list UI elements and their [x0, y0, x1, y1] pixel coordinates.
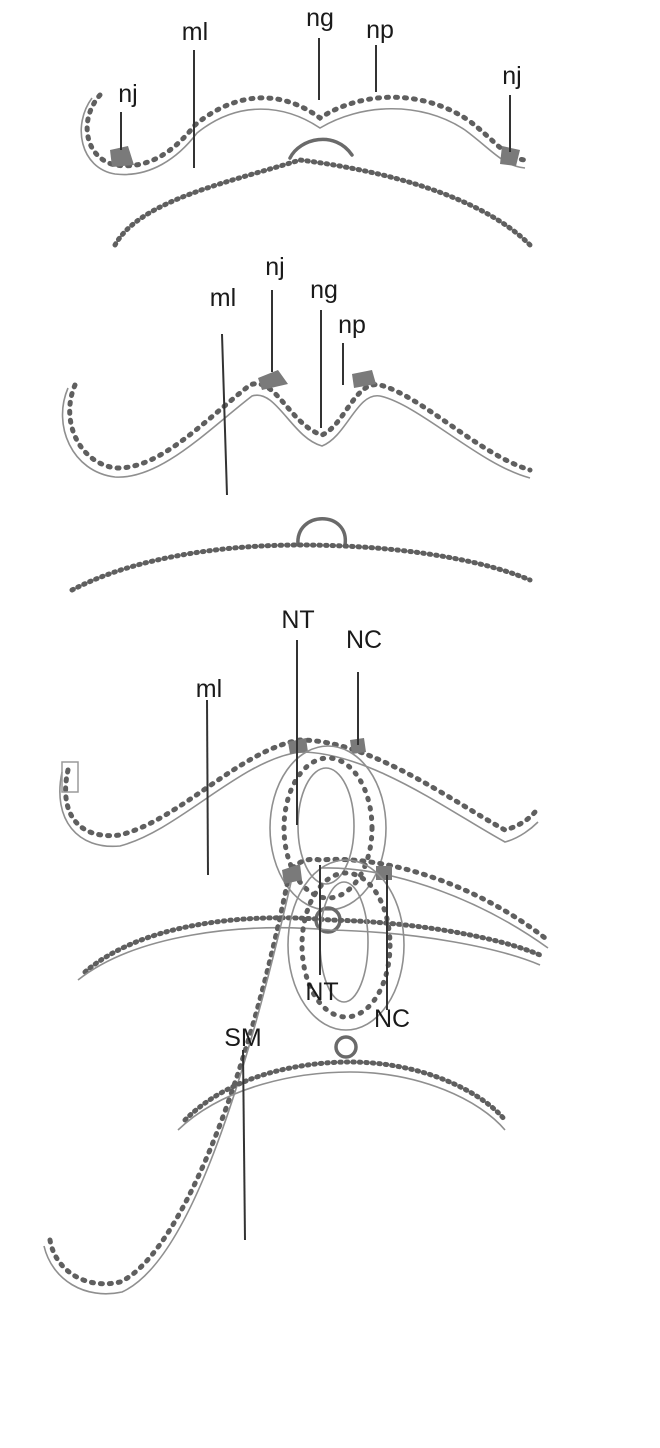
neural-tube-inner [298, 768, 354, 884]
ectoderm-layer [66, 740, 535, 836]
ectoderm-layer-smooth [44, 868, 548, 1294]
neural-crest-right [376, 866, 392, 880]
label-ml: ml [210, 284, 236, 312]
ectoderm-layer [70, 384, 530, 470]
label-NC: NC [374, 1005, 410, 1033]
endoderm-layer [72, 545, 530, 590]
label-NC: NC [346, 626, 382, 654]
leader-ml [222, 334, 227, 495]
panel-4-closed-neural-tube: NT NC SM [44, 859, 548, 1293]
leader-SM [243, 1050, 245, 1240]
neural-fold-left [258, 370, 288, 390]
label-NT: NT [281, 606, 314, 634]
label-nj-right: nj [502, 62, 521, 90]
panel-1-neural-plate: nj ml ng np nj [81, 4, 530, 245]
label-ng: ng [306, 4, 334, 32]
notochord [298, 519, 345, 545]
label-NT: NT [305, 978, 338, 1006]
label-ng: ng [310, 276, 338, 304]
ectoderm-layer [50, 859, 545, 1283]
endoderm-layer [115, 160, 530, 245]
label-SM: SM [224, 1024, 262, 1052]
notochord-cap [290, 139, 352, 158]
label-np: np [338, 311, 366, 339]
ectoderm-layer [87, 95, 525, 166]
label-ml: ml [196, 675, 222, 703]
notochord [336, 1037, 356, 1057]
label-np: np [366, 16, 394, 44]
panel-3-neural-tube: NT NC ml [60, 606, 540, 980]
panel-2-neural-groove: ml nj ng np [63, 253, 530, 590]
label-nj: nj [265, 253, 284, 281]
leader-ml [207, 700, 208, 875]
label-nj-left: nj [118, 80, 137, 108]
label-ml: ml [182, 18, 208, 46]
